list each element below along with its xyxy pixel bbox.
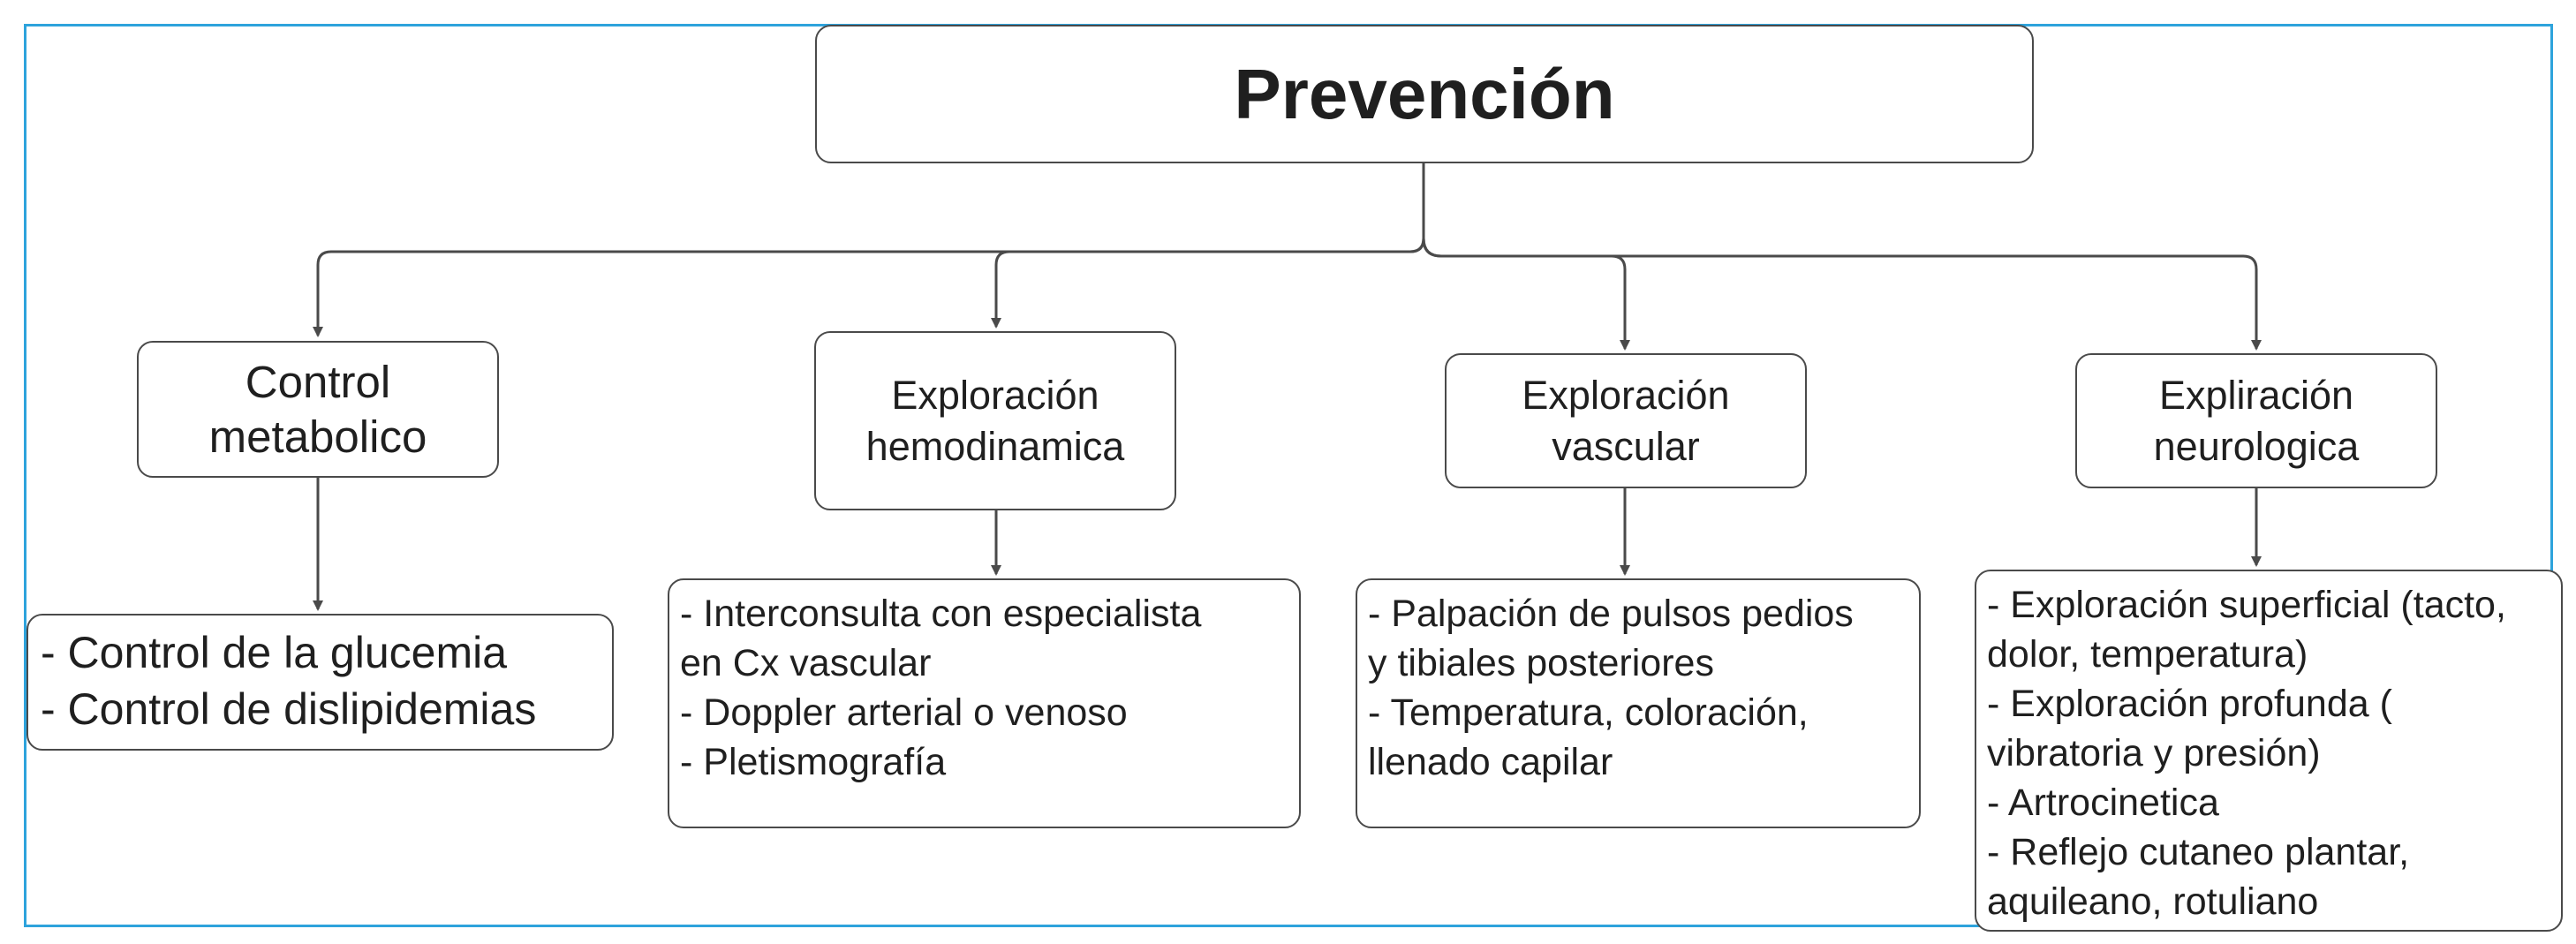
branch-label: Exploración vascular <box>1522 372 1730 469</box>
detail-item: - Temperatura, coloración, <box>1368 691 1809 734</box>
branch-label: Exploración hemodinamica <box>865 372 1125 469</box>
detail-item: vibratoria y presión) <box>1987 732 2321 774</box>
detail-item: dolor, temperatura) <box>1987 633 2308 676</box>
detail-box-2: - Interconsulta con especialista en Cx v… <box>668 578 1301 828</box>
branch-label: Control metabolico <box>208 356 427 462</box>
detail-item: - Artrocinetica <box>1987 782 2219 824</box>
root-label: Prevención <box>1234 54 1615 133</box>
connector-root-branch-1 <box>313 163 1425 337</box>
detail-box-1: - Control de la glucemia - Control de di… <box>26 614 614 751</box>
branch-node-2: Exploración hemodinamica <box>814 331 1176 510</box>
detail-item: - Doppler arterial o venoso <box>680 691 1128 734</box>
detail-item: - Interconsulta con especialista <box>680 593 1202 635</box>
detail-item: y tibiales posteriores <box>1368 642 1714 684</box>
detail-item: - Exploración superficial (tacto, <box>1987 584 2506 626</box>
branch-label: Expliración neurologica <box>2153 372 2360 469</box>
detail-item: - Reflejo cutaneo plantar, <box>1987 831 2410 873</box>
detail-item: - Pletismografía <box>680 741 947 783</box>
detail-item: aquileano, rotuliano <box>1987 880 2319 923</box>
branch-node-4: Expliración neurologica <box>2075 353 2437 488</box>
branch-node-3: Exploración vascular <box>1445 353 1807 488</box>
detail-item: - Control de dislipidemias <box>41 684 537 734</box>
detail-item: en Cx vascular <box>680 642 932 684</box>
detail-box-3: - Palpación de pulsos pedios y tibiales … <box>1356 578 1921 828</box>
detail-item: - Palpación de pulsos pedios <box>1368 593 1854 635</box>
detail-item: - Control de la glucemia <box>41 628 508 677</box>
branch-node-1: Control metabolico <box>137 341 499 478</box>
connector-root-branch-4 <box>1422 163 2262 351</box>
root-node: Prevención <box>815 25 2034 163</box>
detail-box-4: - Exploración superficial (tacto, dolor,… <box>1975 570 2563 932</box>
detail-item: - Exploración profunda ( <box>1987 683 2392 725</box>
connector-root-branch-2 <box>991 163 1425 329</box>
detail-item: llenado capilar <box>1368 741 1613 783</box>
